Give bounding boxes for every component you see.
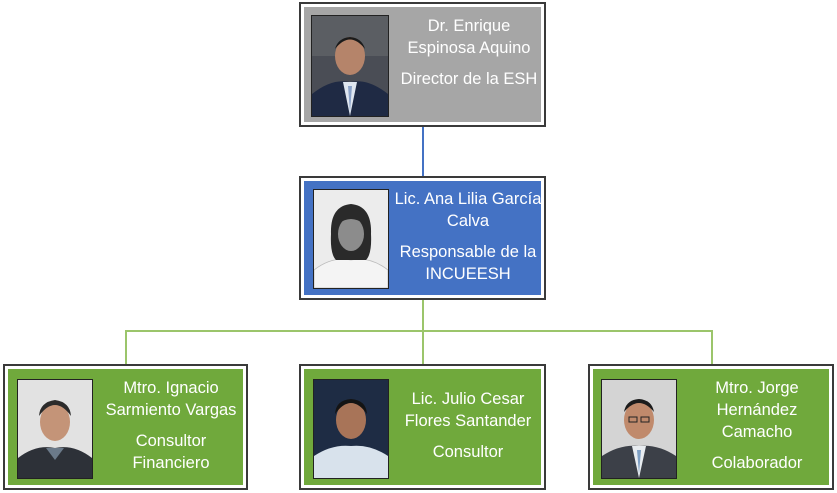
responsible-role: Responsable de la INCUEESH: [399, 243, 537, 283]
staff-node-1: Mtro. Ignacio Sarmiento Vargas Consultor…: [3, 364, 248, 490]
responsible-node: Lic. Ana Lilia García Calva Responsable …: [299, 176, 546, 300]
staff-photo-3: [601, 379, 677, 479]
connector-director-responsible: [422, 125, 424, 178]
staff-text-1: Mtro. Ignacio Sarmiento Vargas Consultor…: [97, 377, 245, 474]
staff-text-2: Lic. Julio Cesar Flores Santander Consul…: [393, 388, 543, 463]
responsible-name: Lic. Ana Lilia García Calva: [394, 190, 542, 230]
responsible-text: Lic. Ana Lilia García Calva Responsable …: [394, 188, 542, 285]
staff-node-2: Lic. Julio Cesar Flores Santander Consul…: [299, 364, 546, 490]
connector-responsible-down: [422, 298, 424, 331]
staff-role-2: Consultor: [432, 443, 504, 461]
director-node: Dr. Enrique Espinosa Aquino Director de …: [299, 2, 546, 127]
connector-staff-right: [711, 330, 713, 366]
staff-name-3: Mtro. Jorge Hernández Camacho: [715, 379, 799, 441]
connector-staff-left: [125, 330, 127, 366]
director-name: Dr. Enrique Espinosa Aquino: [407, 17, 531, 57]
staff-role-3: Colaborador: [711, 454, 803, 472]
staff-name-1: Mtro. Ignacio Sarmiento Vargas: [105, 379, 237, 419]
connector-horizontal: [125, 330, 713, 332]
staff-name-2: Lic. Julio Cesar Flores Santander: [404, 390, 532, 430]
director-photo: [311, 15, 389, 117]
director-role: Director de la ESH: [400, 70, 538, 88]
staff-text-3: Mtro. Jorge Hernández Camacho Colaborado…: [685, 377, 829, 474]
director-text: Dr. Enrique Espinosa Aquino Director de …: [396, 15, 542, 90]
staff-photo-2: [313, 379, 389, 479]
connector-staff-center: [422, 330, 424, 366]
staff-photo-1: [17, 379, 93, 479]
staff-node-3: Mtro. Jorge Hernández Camacho Colaborado…: [588, 364, 834, 490]
responsible-photo: [313, 189, 389, 289]
staff-role-1: Consultor Financiero: [132, 432, 210, 472]
